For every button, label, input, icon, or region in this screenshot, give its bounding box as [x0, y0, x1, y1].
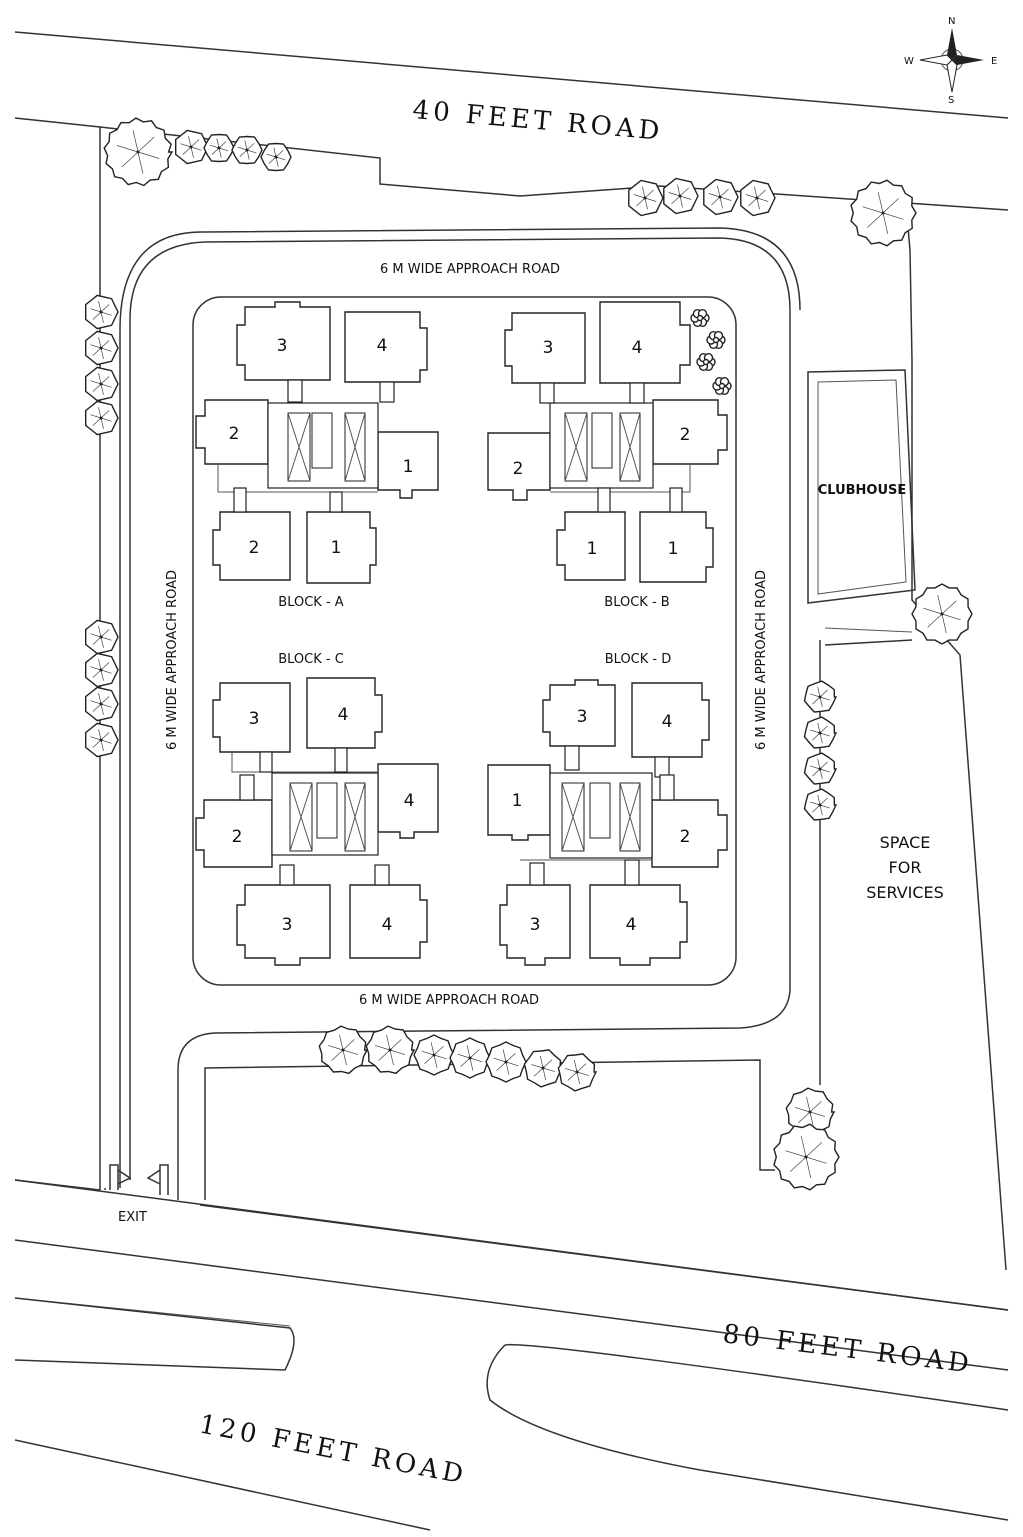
- tree-icon: [203, 133, 235, 163]
- tree-icon: [773, 1123, 840, 1191]
- block-b-unit: 3: [543, 338, 554, 358]
- clubhouse: [807, 369, 916, 604]
- tree-icon: [85, 686, 119, 722]
- tree-icon: [485, 1041, 527, 1083]
- block-c-label: BLOCK - C: [278, 652, 344, 667]
- east-road-label: 80 FEET ROAD: [721, 1319, 974, 1379]
- block-b-unit: 2: [680, 425, 691, 445]
- block-b-unit: 1: [668, 539, 679, 559]
- tree-icon: [85, 722, 119, 758]
- block-d-label: BLOCK - D: [605, 652, 672, 667]
- block-c-unit: 4: [404, 791, 415, 811]
- tree-icon: [231, 135, 263, 165]
- approach-road-top-label: 6 M WIDE APPROACH ROAD: [380, 262, 560, 277]
- tree-icon: [703, 178, 739, 216]
- tree-icon: [85, 294, 119, 330]
- block-d-unit: 3: [577, 707, 588, 727]
- exit-gate-icon: [109, 1164, 169, 1195]
- tree-icon: [740, 179, 776, 217]
- services-label-line-3: SERVICES: [866, 883, 944, 902]
- block-c-unit: 2: [232, 827, 243, 847]
- block-d-unit: 2: [680, 827, 691, 847]
- block-a-core: [217, 379, 395, 513]
- block-c-unit: 4: [382, 915, 393, 935]
- tree-icon: [803, 788, 838, 821]
- compass-south: S: [948, 95, 954, 106]
- tree-icon: [260, 142, 292, 172]
- clubhouse-label: CLUBHOUSE: [818, 483, 907, 498]
- block-b: 3 4 2 2 1 1 BLOCK - B: [487, 301, 728, 610]
- tree-icon: [803, 680, 838, 713]
- block-b-core: [539, 382, 691, 513]
- flower-icon: [712, 377, 732, 395]
- block-b-label: BLOCK - B: [604, 595, 669, 610]
- tree-icon: [318, 1025, 369, 1075]
- block-d-core: [520, 745, 675, 886]
- tree-icon: [413, 1034, 455, 1076]
- services-label-line-1: SPACE: [880, 833, 931, 852]
- compass-west: W: [904, 56, 914, 67]
- exit-label: EXIT: [118, 1210, 147, 1225]
- block-c-unit: 3: [282, 915, 293, 935]
- block-a-unit: 1: [403, 457, 414, 477]
- tree-icon: [663, 177, 699, 215]
- tree-icon: [85, 400, 119, 436]
- compass-rose-icon: N S W E: [904, 16, 997, 106]
- block-d-unit: 4: [662, 712, 673, 732]
- south-road-label: 120 FEET ROAD: [197, 1409, 470, 1490]
- compass-north: N: [948, 16, 955, 27]
- flower-icon: [690, 309, 710, 327]
- tree-icon: [911, 583, 973, 645]
- block-b-unit: 2: [513, 459, 524, 479]
- approach-road-bottom-label: 6 M WIDE APPROACH ROAD: [359, 993, 539, 1008]
- north-road-label: 40 FEET ROAD: [411, 95, 664, 147]
- block-d-unit: 3: [530, 915, 541, 935]
- tree-icon: [103, 117, 174, 187]
- approach-road-left-label: 6 M WIDE APPROACH ROAD: [165, 570, 180, 750]
- block-a-unit: 3: [277, 336, 288, 356]
- flower-icon: [706, 331, 726, 349]
- tree-icon: [85, 652, 119, 688]
- block-d-unit: 4: [626, 915, 637, 935]
- block-b-unit: 4: [632, 338, 643, 358]
- tree-icon: [850, 179, 917, 247]
- approach-road-right-label: 6 M WIDE APPROACH ROAD: [754, 570, 769, 750]
- tree-icon: [365, 1025, 416, 1075]
- tree-icon: [803, 752, 838, 785]
- block-a-label: BLOCK - A: [278, 595, 343, 610]
- tree-icon: [628, 179, 664, 217]
- tree-icon: [175, 129, 209, 165]
- block-a-unit: 1: [331, 538, 342, 558]
- compass-east: E: [991, 56, 997, 67]
- block-d-unit: 1: [512, 791, 523, 811]
- site-boundary: [14, 31, 1009, 1531]
- block-c-core: [231, 747, 390, 886]
- flower-icon: [696, 353, 716, 371]
- tree-icon: [557, 1053, 598, 1092]
- services-label-line-2: FOR: [889, 858, 922, 877]
- tree-icon: [449, 1037, 491, 1079]
- trees: [85, 117, 973, 1191]
- block-b-unit: 1: [587, 539, 598, 559]
- block-c-unit: 3: [249, 709, 260, 729]
- tree-icon: [523, 1049, 564, 1088]
- block-a-unit: 4: [377, 336, 388, 356]
- block-c-unit: 4: [338, 705, 349, 725]
- block-d: 3 4 1 2 3 4 BLOCK - D: [487, 652, 728, 966]
- block-a: 3 4 2 1 2 1 BLOCK - A: [195, 301, 439, 610]
- block-a-unit: 2: [229, 424, 240, 444]
- tree-icon: [85, 366, 119, 402]
- flower-beds: [690, 309, 732, 395]
- tree-icon: [85, 330, 119, 366]
- tree-icon: [803, 716, 838, 749]
- tree-icon: [85, 619, 119, 655]
- block-a-unit: 2: [249, 538, 260, 558]
- central-courtyard: [192, 296, 737, 986]
- block-c: 3 4 2 4 3 4 BLOCK - C: [195, 652, 439, 966]
